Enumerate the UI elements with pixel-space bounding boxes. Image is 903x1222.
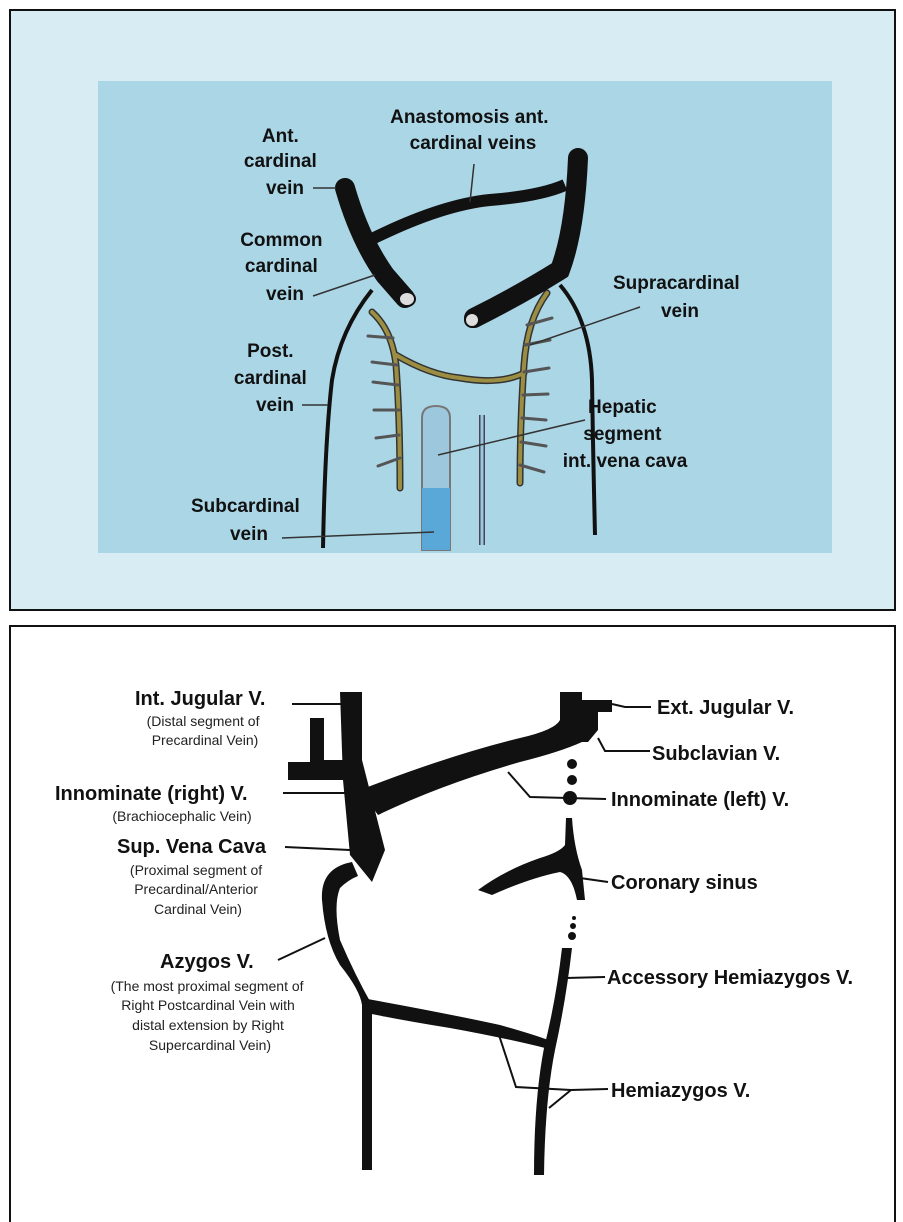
coronary-sinus-label: Coronary sinus: [611, 872, 758, 894]
post-cardinal-label: Post. cardinal vein: [234, 341, 312, 416]
accessory-hemiazygos-label: Accessory Hemiazygos V.: [607, 967, 853, 989]
ext-jugular-label: Ext. Jugular V.: [657, 697, 794, 719]
hepatic-segment-label: Hepatic segment int. vena cava: [563, 397, 688, 472]
subcardinal-vein-shape: [422, 488, 450, 550]
svc-label: Sup. Vena Cava: [117, 836, 267, 858]
innominate-right-note: (Brachiocephalic Vein): [112, 808, 251, 824]
coronary-sinus: [478, 818, 585, 900]
embryonic-vein-drawing: Ant. cardinal vein Anastomosis ant. card…: [191, 107, 745, 550]
supracardinal-label: Supracardinal vein: [613, 273, 745, 322]
svc-note: (Proximal segment of Precardinal/Anterio…: [130, 862, 266, 917]
bottom-labels: Int. Jugular V. (Distal segment of Preca…: [55, 688, 853, 1102]
innominate-left-label: Innominate (left) V.: [611, 789, 789, 811]
anastomosis-ant-cardinal: [370, 185, 565, 240]
subclavian-label: Subclavian V.: [652, 743, 780, 765]
left-post-cardinal: [323, 290, 372, 548]
int-jugular-note: (Distal segment of Precardinal Vein): [147, 713, 264, 748]
innominate-right-label: Innominate (right) V.: [55, 783, 248, 805]
hemiazygos-label: Hemiazygos V.: [611, 1080, 750, 1102]
azygos-note: (The most proximal segment of Right Post…: [111, 978, 308, 1053]
int-jugular-label: Int. Jugular V.: [135, 688, 265, 710]
anastomosis-label: Anastomosis ant. cardinal veins: [390, 107, 554, 154]
ant-cardinal-label: Ant. cardinal vein: [244, 126, 322, 199]
azygos-vein: [322, 862, 372, 1170]
adult-vein-drawing: [278, 692, 651, 1175]
left-external-jugular: [580, 700, 612, 742]
top-leader-lines: [282, 164, 640, 538]
right-subclavian-branch: [288, 718, 350, 780]
azygos-hemiazygos-cross: [362, 998, 548, 1048]
hemiazygos-vein: [534, 948, 572, 1175]
common-cardinal-label: Common cardinal vein: [240, 230, 328, 305]
azygos-label: Azygos V.: [160, 951, 254, 973]
